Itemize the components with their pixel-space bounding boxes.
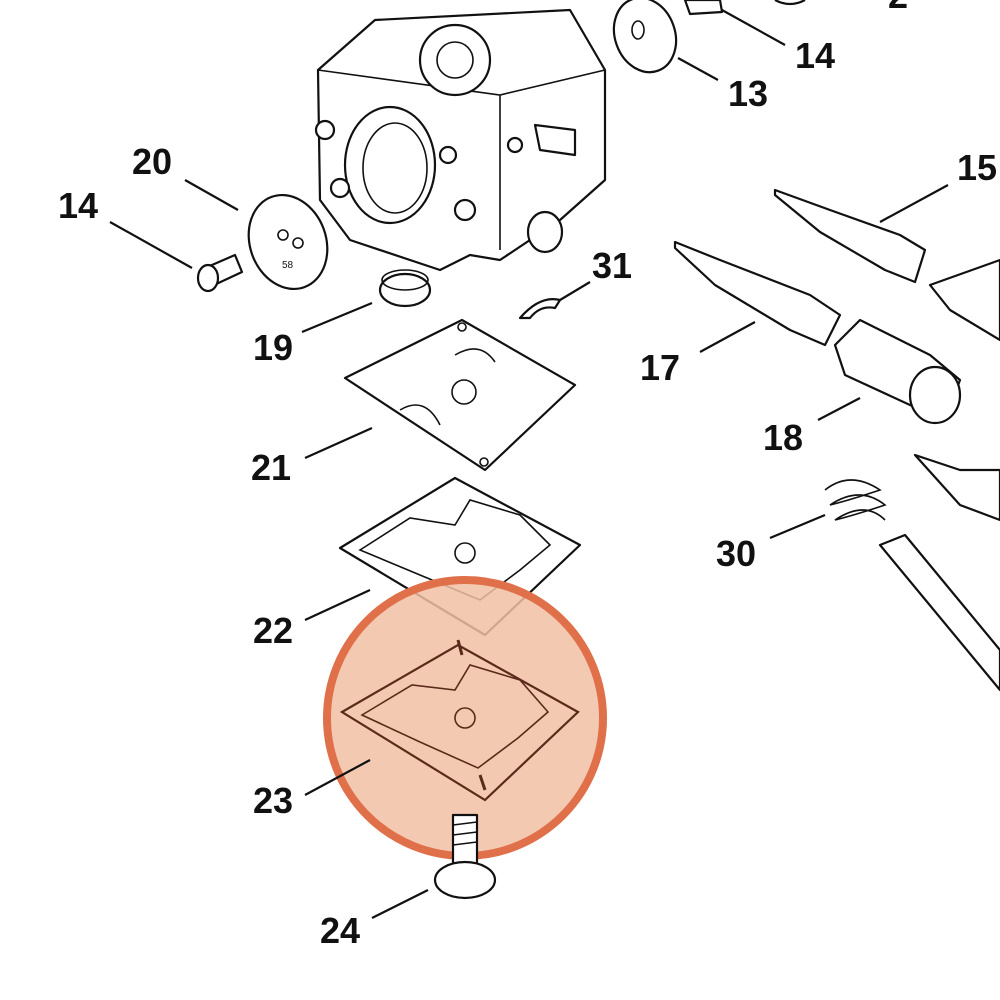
callout-14-left: 14 [58,185,98,226]
leader-lines [109,9,949,919]
part-17-needle [673,240,842,347]
callout-24: 24 [320,910,360,951]
part-15-needle [773,188,1000,342]
part-13-disc [612,0,678,74]
callout-22: 22 [253,610,293,651]
callout-18: 18 [763,417,803,458]
callout-17: 17 [640,347,680,388]
part-30-spring [824,453,1000,692]
callout-15: 15 [957,147,997,188]
callout-13: 13 [728,73,768,114]
callout-2: 2 [888,0,908,16]
part-24-screw [433,813,497,900]
part-23-gasket [339,639,580,802]
callout-31: 31 [592,245,632,286]
callout-21: 21 [251,447,291,488]
callout-20: 20 [132,141,172,182]
callout-14-top: 14 [795,35,835,76]
part-18-cap [833,318,962,425]
part-14-screw-top [683,0,724,16]
callout-23: 23 [253,780,293,821]
part-2-fragment [774,0,806,6]
part-20-disc: 58 [247,193,329,291]
part-21-diaphragm [343,318,577,472]
callout-30: 30 [716,533,756,574]
carburetor-body [314,8,607,272]
part-31-clip [518,298,562,320]
part-14-screw [196,253,244,293]
part-19-filter [378,269,432,308]
callout-19: 19 [253,327,293,368]
part-marking: 58 [282,260,294,271]
